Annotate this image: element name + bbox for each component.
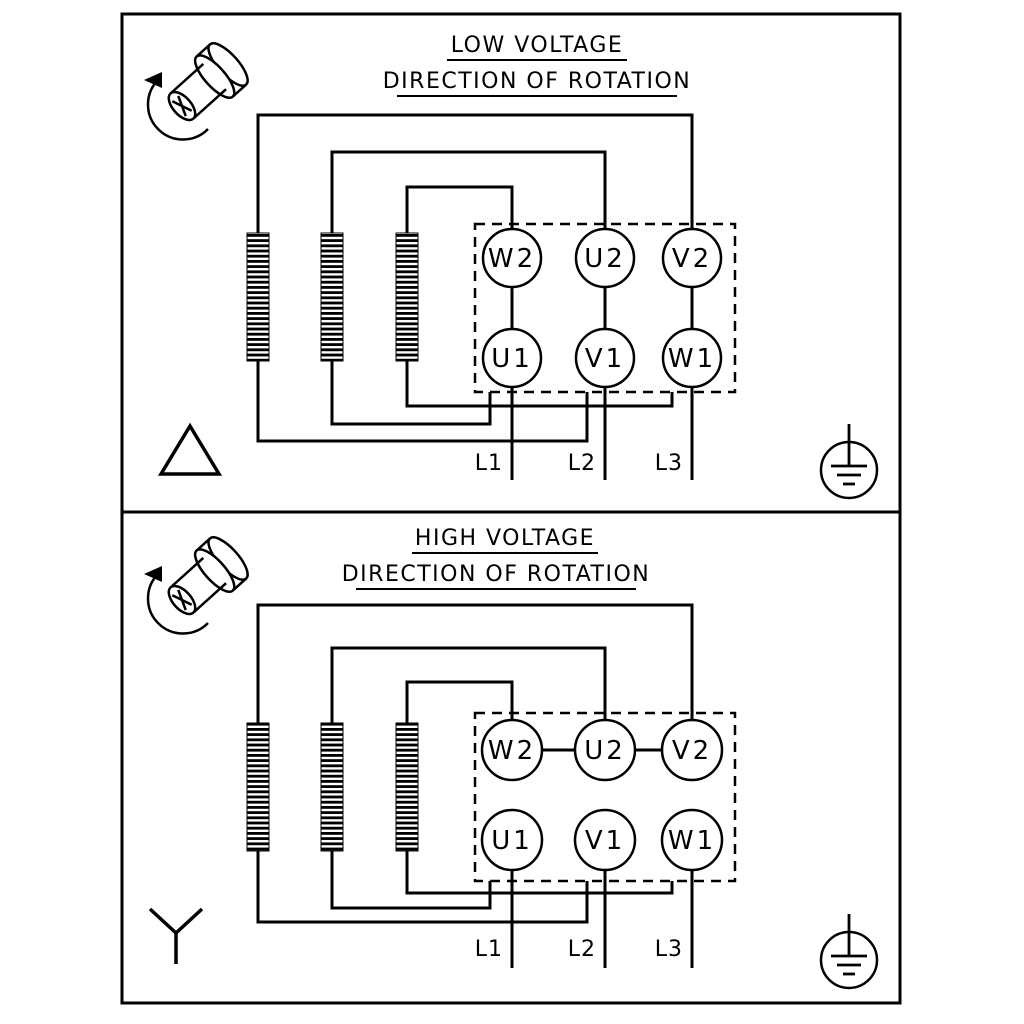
l1-label: L1 [475,937,503,962]
winding-coil-u [320,232,344,362]
terminal-v1 [573,808,637,872]
terminal-block-low: W2 U2 V2 U1 V1 W1 [473,222,737,394]
panel-low-voltage: LOW VOLTAGE DIRECTION OF ROTATION [142,33,879,500]
terminal-w2-label: W2 [488,244,536,274]
terminal-u2 [574,227,636,289]
terminal-v2 [660,718,724,782]
motor-windings-high [246,722,419,852]
earth-ground-icon [819,422,879,500]
motor-shaft-rotation-icon [142,36,255,141]
panel-title: HIGH VOLTAGE [415,526,595,551]
motor-windings-low [246,232,419,362]
terminal-u1-label: U1 [491,344,533,374]
terminal-v1 [574,327,636,389]
wiring-low-voltage [256,113,694,480]
l2-label: L2 [568,451,596,476]
terminal-box-outline [473,711,737,883]
supply-line-labels-high: L1 L2 L3 [475,937,683,962]
l1-label: L1 [475,451,503,476]
terminal-w1 [660,808,724,872]
terminal-u1-label: U1 [491,826,533,856]
outer-frame [120,12,902,1005]
terminal-w2 [480,718,544,782]
winding-coil-v [246,722,270,852]
terminal-v2 [661,227,723,289]
winding-coil-u [320,722,344,852]
winding-coil-w [395,232,419,362]
l2-label: L2 [568,937,596,962]
terminal-block-high: W2 U2 V2 U1 V1 W1 [473,711,737,883]
panel-subtitle: DIRECTION OF ROTATION [342,562,651,587]
l3-label: L3 [655,937,683,962]
terminal-box-outline [473,222,737,394]
terminal-w1-label: W1 [668,344,716,374]
terminal-u2-label: U2 [584,736,626,766]
panel-subtitle: DIRECTION OF ROTATION [383,69,692,94]
delta-connection-icon [157,422,223,476]
supply-line-labels-low: L1 L2 L3 [475,451,683,476]
terminal-v1-label: V1 [585,826,625,856]
terminal-w2-label: W2 [488,736,536,766]
terminal-w1-label: W1 [668,826,716,856]
l3-label: L3 [655,451,683,476]
terminal-w1 [661,327,723,389]
terminal-u1 [480,808,544,872]
terminal-w2 [481,227,543,289]
winding-coil-v [246,232,270,362]
terminal-u1 [481,327,543,389]
terminal-v2-label: V2 [672,736,712,766]
earth-ground-icon [819,912,879,990]
winding-coil-w [395,722,419,852]
motor-shaft-rotation-icon [142,530,255,635]
terminal-v2-label: V2 [672,244,712,274]
terminal-u2 [573,718,637,782]
terminal-v1-label: V1 [585,344,625,374]
terminal-u2-label: U2 [584,244,626,274]
panel-title: LOW VOLTAGE [451,33,624,58]
wiring-high-voltage [256,603,694,968]
panel-high-voltage: HIGH VOLTAGE DIRECTION OF ROTATION [142,526,879,990]
star-connection-icon [148,907,204,964]
